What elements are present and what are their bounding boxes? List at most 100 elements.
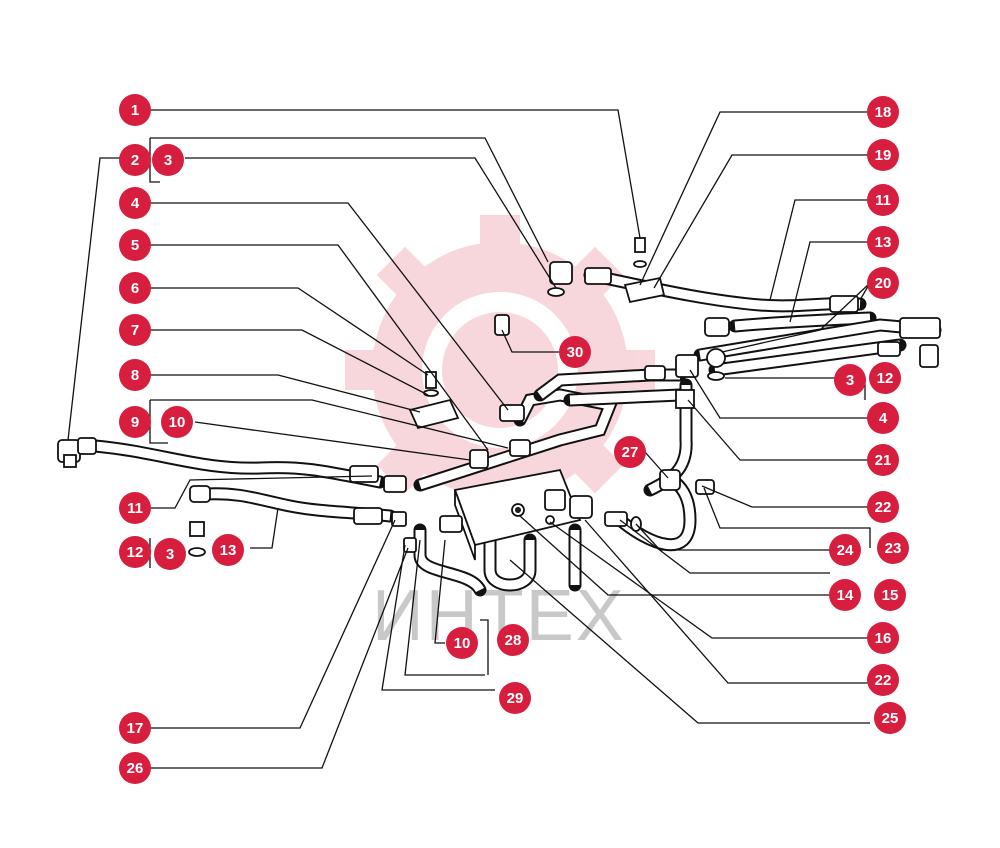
fitting-29 [439,515,463,533]
fitting-9 [509,439,531,457]
callout-badge-circle [834,364,866,396]
callout-badge-circle [874,702,906,734]
callout-badge-circle [867,402,899,434]
washer-3-top [547,287,565,297]
washer-3-right [707,371,725,381]
callout-label: 7 [131,322,139,339]
callout-badge-circle [152,144,184,176]
fitting-22 [544,489,566,511]
callout-badge-circle [119,406,151,438]
block-right [899,317,941,339]
callout-label: 9 [131,414,139,431]
washer-3-left [188,547,206,557]
callout-label: 27 [622,444,639,461]
callout-badge-circle [869,362,901,394]
callout-badge-circle [614,436,646,468]
callout-label: 26 [127,760,144,777]
callout-badge-circle [119,359,151,391]
leader-lines [67,109,871,769]
callout-badge-circle [829,534,861,566]
callout-19: 19 [867,139,899,171]
callout-badge-circle [867,491,899,523]
callout-badge-circle [829,579,861,611]
callout-badge-circle [119,752,151,784]
callout-label: 13 [875,234,892,251]
callout-16: 16 [867,622,899,654]
adapter-21 [675,389,695,409]
callout-badge-circle [867,444,899,476]
callout-label: 4 [879,410,888,427]
callout-27: 27 [614,436,646,468]
callout-9: 9 [119,406,151,438]
callout-label: 25 [882,710,899,727]
callout-badge-circle [497,624,529,656]
callout-badge-circle [119,187,151,219]
tee-fitting-4-right [675,354,699,378]
tee-fitting-4 [499,404,525,422]
callout-badge-circle [154,538,186,570]
hose-end-top [584,267,612,285]
callout-badge-circle [867,96,899,128]
nut-26 [403,537,417,553]
callout-2: 2 [119,144,151,176]
callout-11: 11 [119,492,151,524]
callout-label: 12 [127,544,144,561]
callout-7: 7 [119,314,151,346]
callout-badge-circle [867,226,899,258]
callout-badge-circle [877,532,909,564]
callout-label: 20 [875,275,892,292]
clamp-19 [623,276,666,304]
callout-label: 15 [882,587,899,604]
callout-label: 24 [837,542,854,559]
callout-badge-circle [874,579,906,611]
callout-badge-circle [212,534,244,566]
elbow-fitting-13-right [704,317,730,337]
callout-label: 12 [877,370,894,387]
callout-label: 11 [875,192,891,209]
callout-label: 14 [837,587,854,604]
callout-3: 3 [154,538,186,570]
callout-badge-circle [119,272,151,304]
hose-end-12-right [877,341,901,357]
fitting-10 [469,449,489,469]
callout-label: 21 [875,452,892,469]
washer-18 [633,260,647,268]
callout-label: 28 [505,632,522,649]
callout-25: 25 [874,702,906,734]
elbow-fitting-top [549,261,573,285]
callout-label: 1 [131,102,139,119]
callout-12: 12 [869,362,901,394]
elbow-fitting-25 [569,495,593,519]
nut-left [383,475,407,493]
callout-badge-circle [161,406,193,438]
callout-badge-circle [867,622,899,654]
washer-6 [423,389,439,397]
callout-10: 10 [446,627,478,659]
callout-label: 19 [875,147,892,164]
callout-label: 22 [875,672,892,689]
hose-end-11-left [349,465,379,483]
callout-label: 3 [846,372,854,389]
callout-22: 22 [867,491,899,523]
callout-22: 22 [867,664,899,696]
callout-label: 29 [507,690,524,707]
callout-label: 17 [127,720,144,737]
callout-badge-circle [559,336,591,368]
callout-label: 6 [131,280,139,297]
callout-15: 15 [874,579,906,611]
plate-7 [408,398,460,430]
callout-30: 30 [559,336,591,368]
callout-label: 3 [166,546,174,563]
callout-label: 16 [875,630,892,647]
callout-3: 3 [152,144,184,176]
callout-badge-circle [119,144,151,176]
callout-badge-circle [867,267,899,299]
callout-24: 24 [829,534,861,566]
fitting-21-top [644,365,666,381]
elbow-fitting-13-left [189,485,211,503]
adapter-12-left [189,521,205,537]
callout-10: 10 [161,406,193,438]
callout-28: 28 [497,624,529,656]
valve-block [453,468,582,561]
